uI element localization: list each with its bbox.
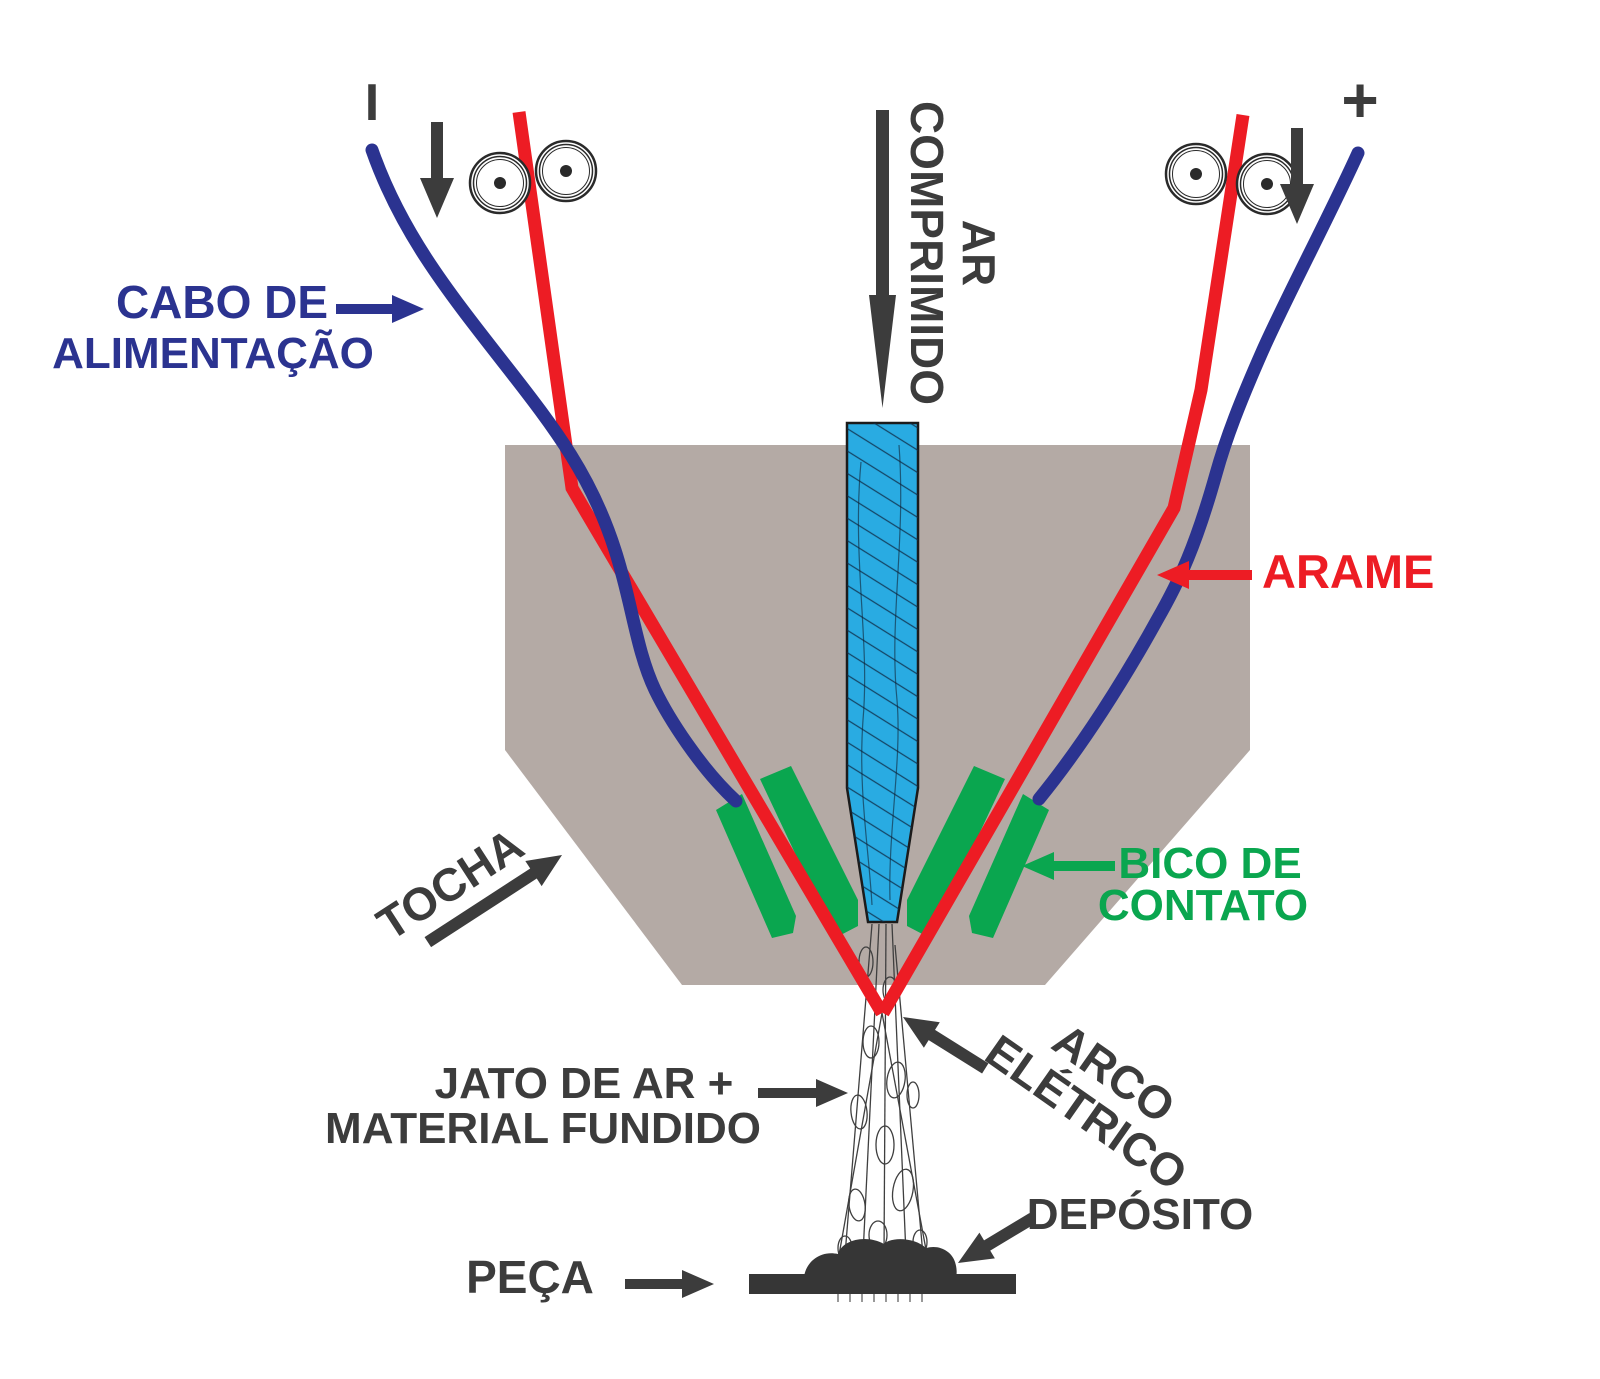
label-deposit: DEPÓSITO [958, 1189, 1254, 1263]
label-electric-arc: ARCO ELÉTRICO [903, 1013, 1197, 1200]
label-wire: ARAME [1157, 545, 1434, 598]
contact-tip-left-outer [716, 794, 796, 938]
deposit-label: DEPÓSITO [1027, 1189, 1254, 1239]
compressed-air-label-line1: AR [953, 220, 1005, 286]
contact-tip-label-line2: CONTATO [1098, 881, 1308, 930]
feed-arrow-left-icon [420, 122, 454, 218]
wire-left [512, 111, 888, 1017]
air-jet-label-line1: JATO DE AR + [435, 1059, 734, 1108]
feed-cable-label-line1: CABO DE [116, 276, 328, 328]
polarity-negative-mark: I [365, 74, 379, 132]
label-feed-cable: CABO DE ALIMENTAÇÃO [52, 276, 424, 378]
plate-ticks [837, 1294, 923, 1302]
feed-cable-right [1032, 146, 1365, 806]
nozzle-hatch [847, 423, 918, 922]
feed-rollers [468, 139, 1299, 216]
wire-arrow-icon [1157, 561, 1252, 589]
contact-tip-arrow-icon [1022, 852, 1115, 880]
contact-tips [716, 766, 1049, 938]
air-jet-arrow-icon [758, 1079, 848, 1107]
contact-tip-left-inner [760, 766, 858, 938]
feed-arrow-right-icon [1280, 128, 1314, 224]
feed-cable-arrow-icon [336, 295, 424, 323]
contact-tip-label-line1: BICO DE [1118, 839, 1301, 888]
air-nozzle [845, 421, 920, 924]
torch-arrow-icon [424, 855, 562, 948]
deposit-arrow-icon [958, 1213, 1036, 1263]
label-air-jet: JATO DE AR + MATERIAL FUNDIDO [325, 1059, 848, 1153]
compressed-air-arrow-icon [869, 110, 896, 408]
feed-cable-left [365, 143, 743, 808]
wire-label: ARAME [1262, 545, 1434, 598]
contact-tip-right-outer [969, 794, 1049, 938]
feed-roller [468, 151, 532, 215]
electric-arc-arrow-icon [903, 1017, 989, 1074]
feed-cable-label-line2: ALIMENTAÇÃO [52, 328, 374, 378]
air-jet-label-line2: MATERIAL FUNDIDO [325, 1104, 761, 1153]
label-torch: TOCHA [368, 818, 562, 950]
feed-cables [365, 143, 1365, 808]
feed-roller [1164, 142, 1228, 206]
deposit-blob [804, 1239, 957, 1277]
compressed-air-label-line2: COMPRIMIDO [901, 101, 953, 405]
label-compressed-air: AR COMPRIMIDO [901, 101, 1005, 405]
droplets [837, 946, 928, 1261]
wire-right [877, 114, 1250, 1017]
feed-roller [534, 139, 598, 203]
polarity-positive-mark: + [1341, 64, 1378, 136]
workpiece-plate [749, 1274, 1016, 1294]
wires [512, 111, 1250, 1017]
workpiece-arrow-icon [625, 1270, 714, 1298]
workpiece-label: PEÇA [466, 1251, 594, 1303]
label-workpiece: PEÇA [466, 1251, 714, 1303]
label-contact-tip: BICO DE CONTATO [1022, 839, 1308, 930]
contact-tip-right-inner [907, 766, 1005, 938]
